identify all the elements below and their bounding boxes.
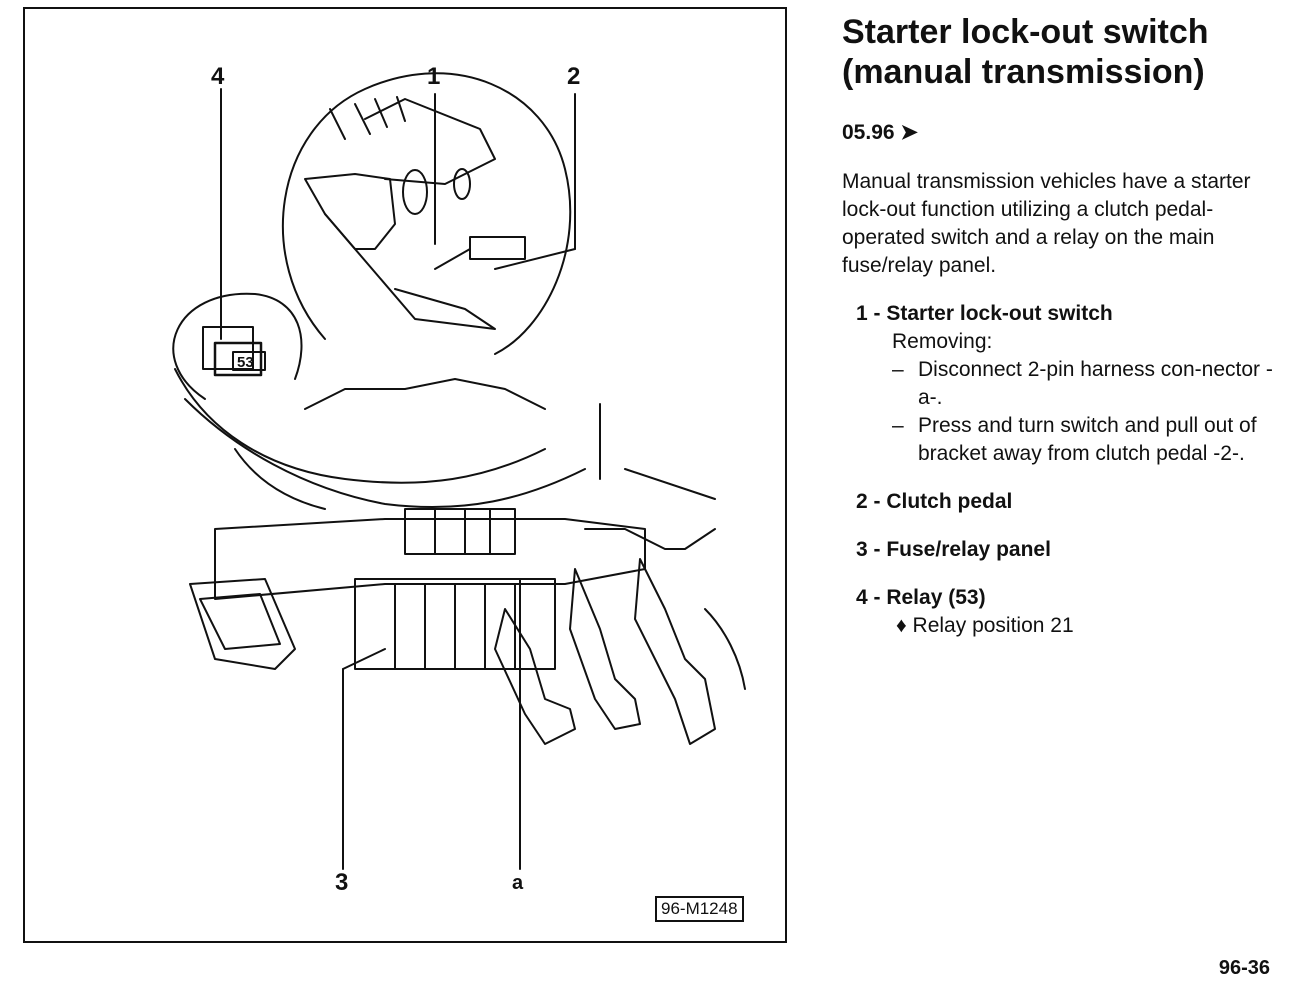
air-duct — [189, 578, 296, 670]
pedal-left — [494, 608, 576, 745]
callout-a: a — [512, 872, 524, 894]
detail-circle — [281, 72, 572, 355]
relay-label: 53 — [237, 354, 254, 371]
relay-box — [213, 341, 263, 377]
legend-bullet: ♦ Relay position 21 — [896, 614, 1074, 637]
page-number: 96-36 — [1218, 957, 1270, 979]
relay-circle — [172, 292, 303, 400]
bracket-slot — [453, 168, 471, 200]
step-dash: – — [892, 414, 904, 437]
legend-list: 1 - Starter lock-out switch Removing: – … — [842, 300, 1282, 640]
pedal-bracket — [304, 173, 396, 250]
relay-label-box — [232, 351, 266, 371]
legend-heading: 2 - Clutch pedal — [856, 490, 1013, 513]
wire-harness-2 — [184, 398, 586, 509]
legend-item-2: 2 - Clutch pedal — [842, 488, 1282, 516]
step-list: – Disconnect 2-pin harness con-nector -a… — [842, 356, 1282, 468]
step-item: – Press and turn switch and pull out of … — [892, 412, 1282, 468]
title-line-2: (manual transmission) — [842, 53, 1205, 91]
relay-row — [404, 508, 516, 555]
step-dash: – — [892, 358, 904, 381]
pedal-right — [634, 558, 716, 745]
leader-3b — [342, 648, 386, 670]
title-line-1: Starter lock-out switch — [842, 13, 1209, 51]
legend-heading: 1 - Starter lock-out switch — [856, 302, 1113, 325]
panel-frame — [214, 518, 646, 600]
legend-heading: 3 - Fuse/relay panel — [856, 538, 1051, 561]
step-item: – Disconnect 2-pin harness con-nector -a… — [892, 356, 1282, 412]
wire-harness-3 — [234, 448, 326, 510]
pedal-middle — [569, 568, 641, 730]
pedal-bracket-top — [584, 528, 716, 550]
leader-2b — [494, 248, 576, 270]
text-column: Starter lock-out switch (manual transmis… — [842, 12, 1282, 660]
relay-block — [202, 326, 254, 370]
page-title: Starter lock-out switch (manual transmis… — [842, 12, 1282, 92]
hatch-lines — [329, 96, 406, 140]
date-code: 05.96 ➤ — [842, 121, 918, 144]
callout-2: 2 — [567, 63, 581, 90]
step-text: Press and turn switch and pull out of br… — [918, 414, 1257, 465]
bracket-hole — [402, 169, 428, 215]
legend-heading: 4 - Relay (53) — [856, 586, 986, 609]
switch-body — [469, 236, 526, 260]
switch-plunger — [434, 248, 471, 270]
pedal-arm — [324, 213, 496, 330]
legend-sub: Removing: — [892, 330, 993, 353]
switch-bracket — [364, 98, 496, 185]
linkage — [704, 608, 746, 690]
legend-item-4: 4 - Relay (53) ♦ Relay position 21 — [842, 584, 1282, 640]
pedal-pivot — [624, 468, 716, 500]
illustration: 53 — [172, 72, 746, 870]
legend-item-1: 1 - Starter lock-out switch Removing: – … — [842, 300, 1282, 468]
wire-harness-1 — [174, 368, 546, 484]
dash-beam — [304, 378, 546, 410]
air-duct-inner — [199, 593, 281, 650]
callout-1: 1 — [427, 63, 441, 90]
intro-paragraph: Manual transmission vehicles have a star… — [842, 170, 1251, 277]
step-text: Disconnect 2-pin harness con-nector -a-. — [918, 358, 1273, 409]
callout-3: 3 — [335, 869, 349, 896]
legend-item-3: 3 - Fuse/relay panel — [842, 536, 1282, 564]
callout-4: 4 — [211, 63, 225, 90]
figure-id: 96-M1248 — [655, 896, 744, 922]
figure-frame: 53 4 1 2 3 — [23, 7, 787, 943]
